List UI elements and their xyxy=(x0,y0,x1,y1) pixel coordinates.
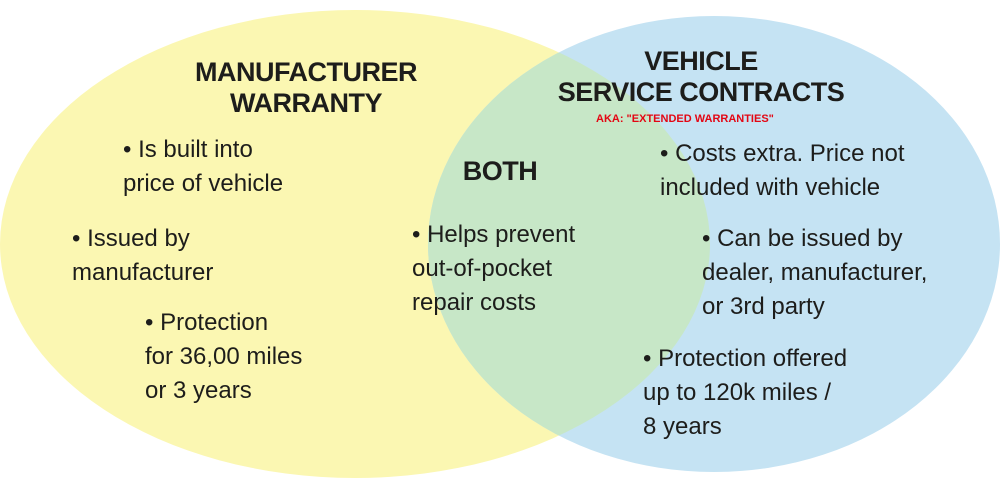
bullet-line: 8 years xyxy=(643,413,722,440)
manufacturer-title-line2: WARRANTY xyxy=(230,88,383,118)
both-title-text: BOTH xyxy=(462,156,538,186)
bullet-line: • Issued by xyxy=(72,225,190,252)
bullet-line: for 36,00 miles xyxy=(145,343,303,370)
bullet-line: out-of-pocket xyxy=(412,255,553,282)
bullet-line: • Costs extra. Price not xyxy=(660,140,905,167)
bullet-line: • Protection offered xyxy=(643,345,848,372)
service-title-line2: SERVICE CONTRACTS xyxy=(557,77,845,107)
manufacturer-bullet-protection: • Protection for 36,00 miles or 3 years xyxy=(145,306,302,408)
manufacturer-title-line1: MANUFACTURER xyxy=(195,57,417,87)
bullet-line: • Protection xyxy=(145,309,269,336)
manufacturer-bullet-price: • Is built into price of vehicle xyxy=(123,133,283,201)
bullet-line: • Can be issued by xyxy=(702,225,903,252)
bullet-line: repair costs xyxy=(412,289,537,316)
manufacturer-bullet-issued: • Issued by manufacturer xyxy=(72,222,213,290)
bullet-line: manufacturer xyxy=(72,259,214,286)
bullet-line: or 3rd party xyxy=(702,293,825,320)
service-bullet-costs: • Costs extra. Price not included with v… xyxy=(660,137,905,205)
both-bullet-prevent: • Helps prevent out-of-pocket repair cos… xyxy=(412,218,575,320)
bullet-line: dealer, manufacturer, xyxy=(702,259,928,286)
bullet-line: included with vehicle xyxy=(660,174,881,201)
manufacturer-warranty-title: MANUFACTURER WARRANTY xyxy=(186,57,426,119)
bullet-line: or 3 years xyxy=(145,377,252,404)
service-bullet-protection: • Protection offered up to 120k miles / … xyxy=(643,342,847,444)
bullet-line: • Is built into xyxy=(123,136,253,163)
aka-extended-warranties: AKA: "EXTENDED WARRANTIES" xyxy=(596,113,774,125)
bullet-line: price of vehicle xyxy=(123,170,284,197)
both-title: BOTH xyxy=(440,156,560,187)
overlap-region xyxy=(428,16,710,472)
bullet-line: • Helps prevent xyxy=(412,221,576,248)
bullet-line: up to 120k miles / xyxy=(643,379,832,406)
service-contracts-title: VEHICLE SERVICE CONTRACTS xyxy=(556,46,846,108)
service-title-line1: VEHICLE xyxy=(644,46,758,76)
service-bullet-issued: • Can be issued by dealer, manufacturer,… xyxy=(702,222,927,324)
